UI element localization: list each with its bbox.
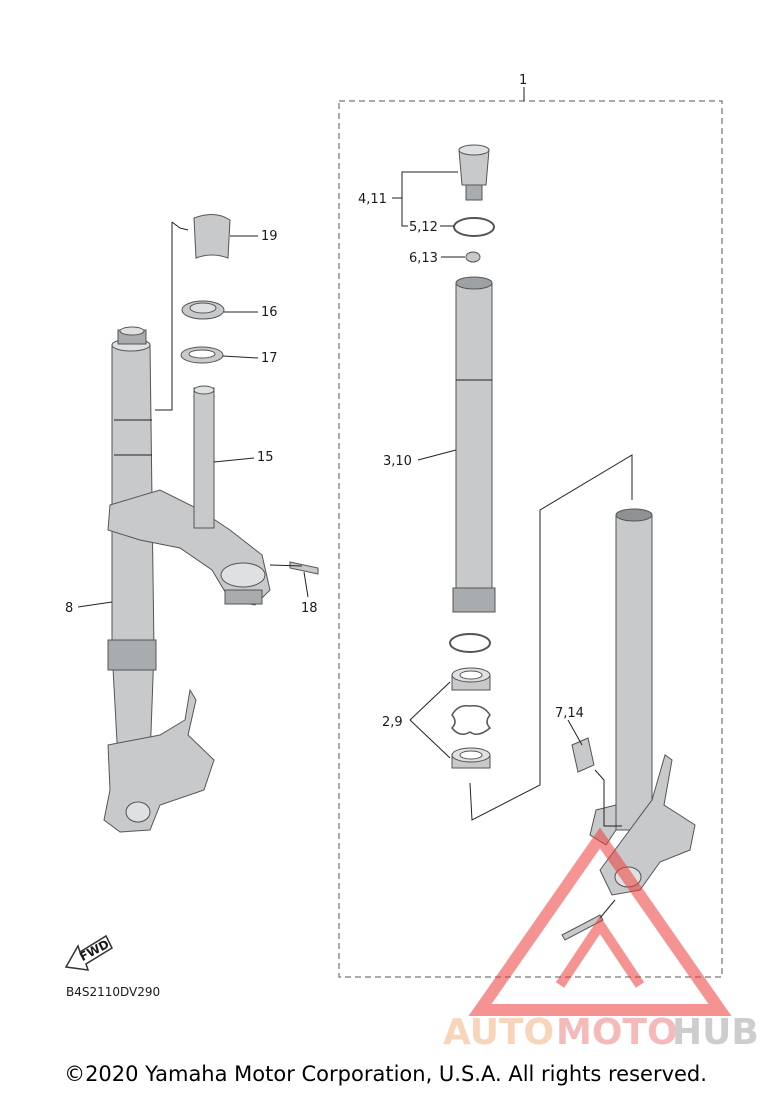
- callout-15: 15: [257, 450, 274, 465]
- callout-6-13: 6,13: [409, 251, 438, 266]
- callout-5-12: 5,12: [409, 220, 438, 235]
- assembly-boundary: [338, 100, 723, 978]
- part-5-12: [453, 217, 495, 237]
- fork-lower-bracket: [103, 688, 215, 833]
- svg-text:HUB: HUB: [672, 1012, 759, 1053]
- callout-16: 16: [261, 305, 278, 320]
- automotohub-logo: AUTO MOTO HUB: [443, 827, 759, 1053]
- fwd-label: FWD: [77, 937, 111, 964]
- callout-8: 8: [65, 601, 73, 616]
- part-2-9-ring-top: [449, 633, 491, 653]
- part-2-9-seal-top: [451, 667, 491, 691]
- callout-7-14: 7,14: [555, 706, 584, 721]
- left-fork-assembly: [103, 326, 271, 833]
- part-2-9-clip: [450, 704, 492, 735]
- callout-2-9: 2,9: [382, 715, 403, 730]
- right-inner-tube: [561, 508, 696, 941]
- fork-tube-8: [111, 344, 155, 761]
- copyright-notice: ©2020 Yamaha Motor Corporation, U.S.A. A…: [64, 1062, 707, 1086]
- part-3-10: [452, 276, 496, 613]
- callout-4-11: 4,11: [358, 192, 387, 207]
- callout-1: 1: [519, 73, 527, 88]
- callout-19: 19: [261, 229, 278, 244]
- svg-text:MOTO: MOTO: [556, 1012, 678, 1053]
- part-2-9-seal-bottom: [451, 747, 491, 769]
- svg-text:AUTO: AUTO: [443, 1012, 554, 1053]
- callout-17: 17: [261, 351, 278, 366]
- steering-stem-15: [193, 387, 215, 529]
- diagram-code: B4S2110DV290: [66, 985, 160, 999]
- callout-3-10: 3,10: [383, 454, 412, 469]
- callout-18: 18: [301, 601, 318, 616]
- fwd-arrow-icon: FWD: [64, 934, 113, 971]
- part-19: [193, 214, 231, 259]
- part-6-13: [465, 251, 481, 263]
- part-4-11: [458, 144, 490, 201]
- part-7-14: [571, 737, 595, 773]
